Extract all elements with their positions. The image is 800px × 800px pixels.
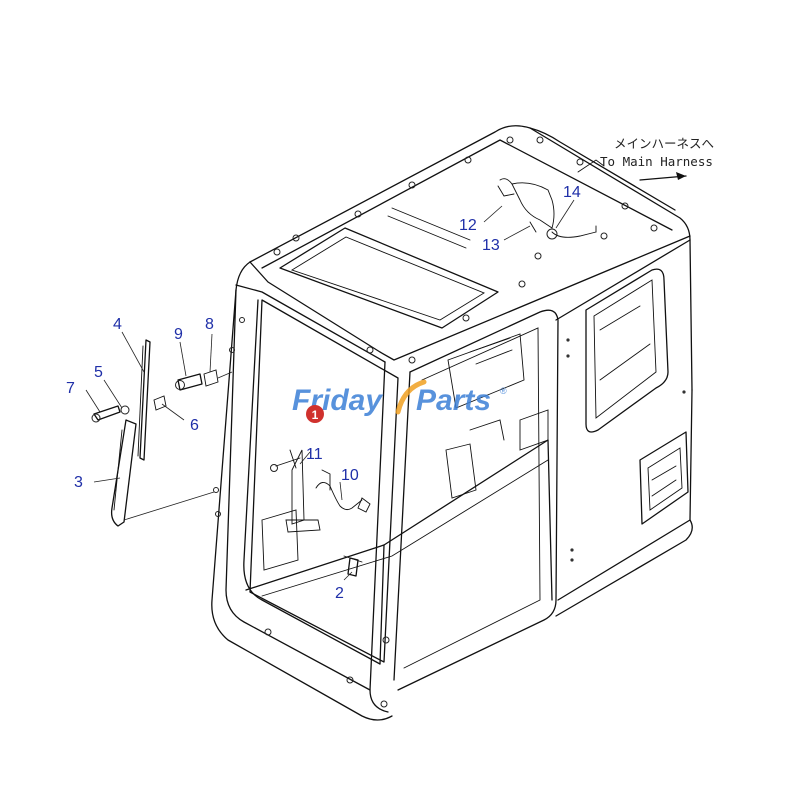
- watermark-reg: ®: [500, 386, 507, 396]
- callout-13: 13: [482, 237, 500, 254]
- callout-3: 3: [74, 474, 83, 491]
- callout-9: 9: [174, 326, 183, 343]
- red-marker: 1: [306, 405, 324, 423]
- watermark-swoosh-icon: [395, 379, 427, 415]
- harness-note-en: To Main Harness: [600, 154, 713, 169]
- harness-annotation: メインハーネスへ To Main Harness: [600, 136, 714, 169]
- callout-2: 2: [335, 585, 344, 602]
- wiper-bracket-8: [203, 369, 233, 387]
- red-marker-circle: [306, 405, 324, 423]
- wiper-cap-6: [153, 395, 167, 411]
- bolt-2: [343, 555, 363, 577]
- callout-10: 10: [341, 467, 359, 484]
- callout-11: 11: [306, 446, 323, 463]
- callout-4: 4: [113, 316, 122, 333]
- wiper-bolt-9: [175, 373, 203, 391]
- wiring-harness: [497, 159, 687, 240]
- callout-8: 8: [205, 316, 214, 333]
- leader-lines: [85, 199, 575, 581]
- cab-outline: [211, 125, 693, 721]
- callout-5: 5: [94, 364, 103, 381]
- watermark-friday: Friday: [292, 384, 383, 417]
- callout-12: 12: [459, 217, 477, 234]
- harness-note-jp: メインハーネスへ: [614, 136, 714, 151]
- wiper-bolt-7: [91, 405, 121, 423]
- wiper-arm: [110, 419, 215, 527]
- callout-14: 14: [563, 184, 581, 201]
- callout-labels: 2 3 4 5 6 7 8 9 10 11 12 13 14: [66, 184, 581, 602]
- wiper-blade: [137, 339, 151, 461]
- callout-7: 7: [66, 380, 75, 397]
- wiper-washer-5: [120, 405, 130, 415]
- callout-6: 6: [190, 417, 199, 434]
- red-marker-label: 1: [312, 408, 319, 422]
- watermark-parts: Parts: [416, 384, 491, 417]
- watermark-logo: Friday Parts ®: [292, 379, 507, 417]
- frame-holes: [213, 136, 686, 708]
- motor-harness: [270, 457, 371, 513]
